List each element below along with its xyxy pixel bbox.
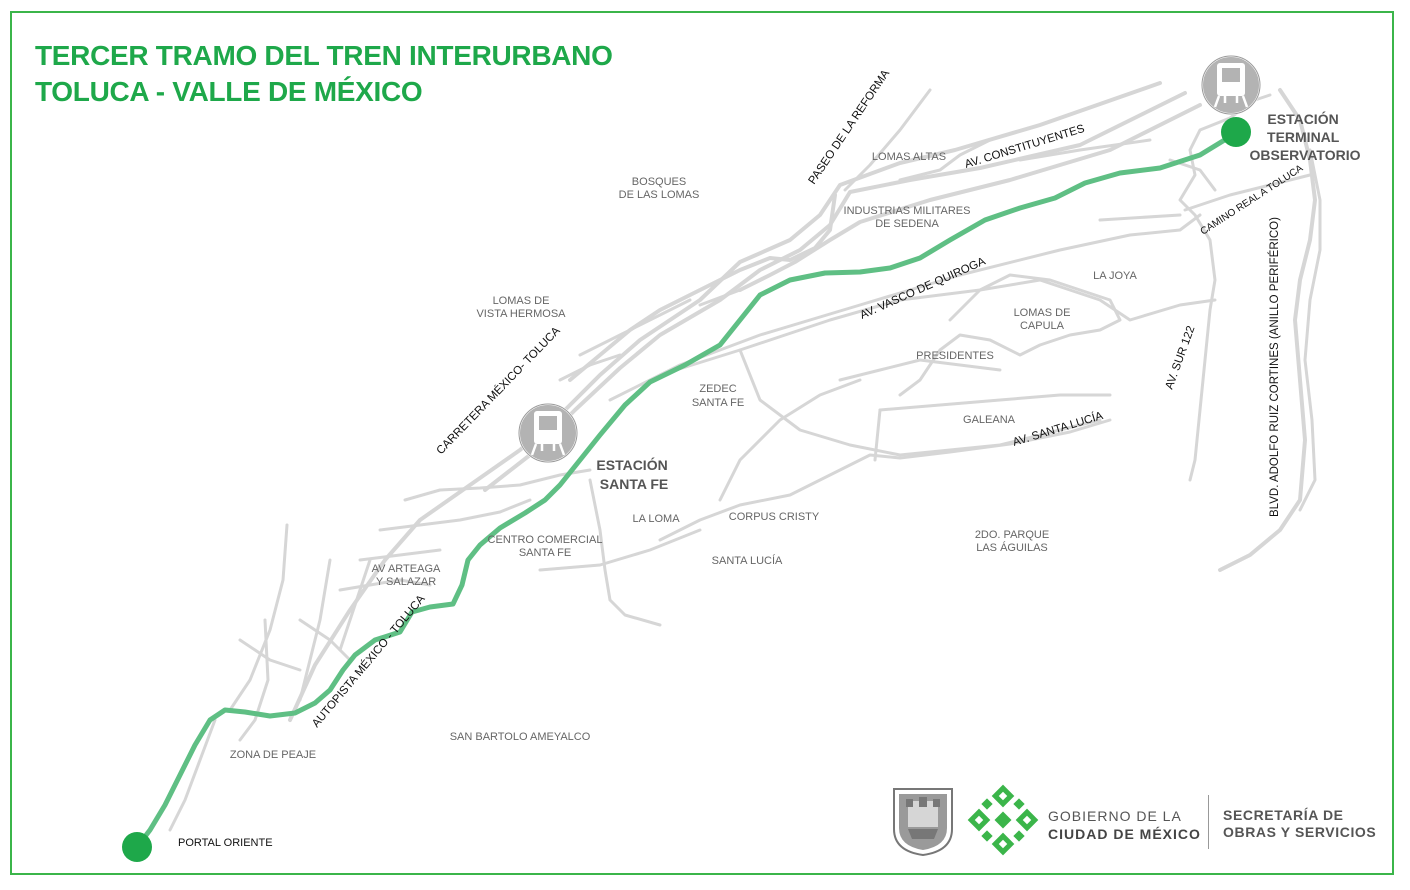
place-la-loma: LA LOMA: [632, 513, 680, 525]
title-line-1: TERCER TRAMO DEL TREN INTERURBANO: [35, 40, 613, 71]
road-label-periferico: BLVD. ADOLFO RUIZ CORTINES (ANILLO PERIF…: [1268, 217, 1281, 517]
portal-oriente-label: PORTAL ORIENTE: [178, 837, 273, 849]
place-lomas-altas: LOMAS ALTAS: [872, 151, 946, 163]
place-galeana: GALEANA: [963, 414, 1016, 426]
train-icon: [1201, 55, 1261, 115]
coat-of-arms-icon: [893, 788, 953, 857]
place-zona-peaje: ZONA DE PEAJE: [230, 749, 316, 761]
place-corpus-cristy: CORPUS CRISTY: [729, 511, 820, 523]
train-icon: [518, 403, 578, 463]
santa-fe-station-label: ESTACIÓN SANTA FE: [596, 456, 671, 492]
terminal-station-dot: [1221, 117, 1251, 147]
place-san-bartolo: SAN BARTOLO AMEYALCO: [450, 731, 591, 743]
road-label-vasco: AV. VASCO DE QUIROGA: [858, 255, 987, 321]
title-line-2: TOLUCA - VALLE DE MÉXICO: [35, 76, 423, 107]
cdmx-logo-icon: [967, 784, 1039, 856]
place-presidentes: PRESIDENTES: [916, 350, 994, 362]
place-la-joya: LA JOYA: [1093, 270, 1137, 282]
footer-sec-line-2: OBRAS Y SERVICIOS: [1223, 824, 1377, 840]
portal-oriente-dot: [122, 832, 152, 862]
footer-separator: [1208, 795, 1209, 849]
footer-gov-line-2: CIUDAD DE MÉXICO: [1048, 826, 1201, 842]
footer-government-text: GOBIERNO DE LA CIUDAD DE MÉXICO: [1048, 807, 1201, 843]
footer-secretaria-text: SECRETARÍA DE OBRAS Y SERVICIOS: [1223, 807, 1376, 841]
road-network: [168, 81, 1322, 832]
map-title: TERCER TRAMO DEL TREN INTERURBANO TOLUCA…: [35, 38, 613, 110]
train-route-line: [134, 130, 1239, 850]
road-label-santa-lucia-av: AV. SANTA LUCÍA: [1011, 409, 1105, 449]
footer-gov-line-1: GOBIERNO DE LA: [1048, 808, 1182, 824]
footer-sec-line-1: SECRETARÍA DE: [1223, 807, 1344, 823]
road-label-autopista: AUTOPISTA MÉXICO - TOLUCA: [309, 592, 427, 730]
terminal-station-label: ESTACIÓN TERMINAL OBSERVATORIO: [1250, 110, 1361, 163]
map-frame: [10, 11, 1394, 875]
road-label-sur122: AV. SUR 122: [1164, 324, 1198, 391]
place-santa-lucia: SANTA LUCÍA: [712, 554, 783, 567]
